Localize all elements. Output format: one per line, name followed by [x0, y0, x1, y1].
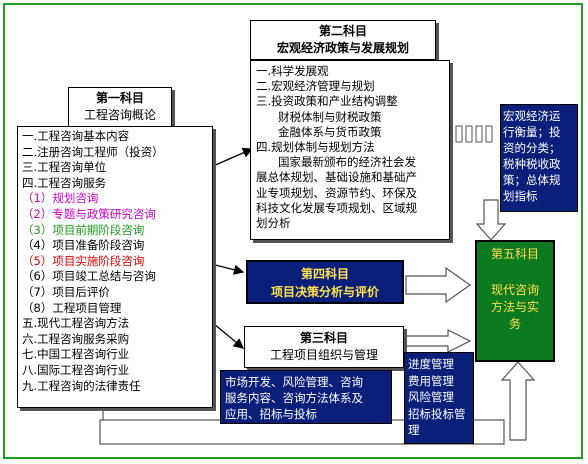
subject2-item: 展总体规划、基础设施和基础产 [256, 170, 417, 185]
subject5-title-line3: 方法与实 [490, 300, 539, 314]
right-hollow-arrow-s3 [404, 329, 472, 353]
up-hollow-arrow [500, 361, 536, 441]
subject2-note-line: 宏观经济运 [503, 109, 561, 123]
subject5-title-line1: 第五科目 [490, 247, 539, 261]
subject2-note-line: 资的分类； [503, 141, 561, 155]
subject2-item: 国家最新颁布的经济社会发 [278, 155, 416, 170]
subject1-list: 一.工程咨询基本内容二.注册咨询工程师（投资）三.工程咨询单位四.工程咨询服务（… [22, 129, 212, 394]
subject1-title-box: 第一科目 工程咨询概论 [68, 87, 172, 127]
subject5-title-line4: 务 [508, 317, 521, 331]
subject2-note-line: 策；总体规 [503, 173, 561, 187]
subject3-title-line1: 第三科目 [299, 331, 348, 345]
subject4-title-line1: 第四科目 [300, 267, 349, 281]
subject2-note-line: 税种税收政 [503, 157, 561, 171]
subject3-right-note-line: 费用管理 [408, 373, 454, 388]
subject3-note-line: 服务内容、咨询方法体系及 [225, 391, 363, 405]
subject3-title-box: 第三科目 工程项目组织与管理 [244, 326, 404, 368]
subject1-item: （2）专题与政策研究咨询 [22, 206, 156, 221]
subject1-title-line2: 工程咨询概论 [83, 108, 156, 122]
subject2-note: 宏观经济运行衡量；投资的分类； 税种税收政策；总体规划指标 [500, 104, 578, 212]
subject1-item: （1）规划咨询 [22, 191, 99, 206]
subject1-item: （3）项目前期阶段咨询 [22, 222, 145, 237]
subject2-note-line: 行衡量；投 [503, 125, 561, 139]
subject2-list: 一.科学发展观二.宏观经济管理与规划三.投资政策和产业结构调整财税体制与财税政策… [256, 64, 446, 231]
subject1-item: （5）项目实施阶段咨询 [22, 253, 145, 268]
subject2-item: 科技文化发展专项规划、区域规 [256, 200, 417, 215]
subject1-item: （8）工程项目管理 [22, 300, 122, 315]
subject2-item: 财税体制与财税政策 [278, 109, 382, 124]
subject1-item: 一.工程咨询基本内容 [22, 129, 130, 143]
subject2-item: 二.宏观经济管理与规划 [256, 79, 375, 94]
subject1-item: 六.工程咨询服务采购 [22, 331, 130, 346]
subject2-item: 划分析 [256, 216, 291, 231]
subject5-box: 第五科目 现代咨询 方法与实 务 [475, 240, 555, 362]
subject3-note-line: 市场开发、风险管理、咨询 [225, 375, 363, 389]
subject1-item: （7）项目后评价 [22, 284, 110, 299]
subject5-title-line2: 现代咨询 [490, 283, 539, 297]
subject1-item: 三.工程咨询单位 [22, 160, 107, 175]
outer-frame [3, 3, 583, 459]
subject3-right-note-line: 招标投标管 [408, 406, 466, 421]
subject2-note-line: 划指标 [503, 189, 538, 203]
subject2-item: 四.规划体制与规划方法 [256, 140, 375, 155]
right-hollow-arrow-s4 [405, 266, 472, 304]
subject1-item: 七.中国工程咨询行业 [22, 347, 130, 362]
subject3-title-line2: 工程项目组织与管理 [269, 348, 378, 362]
subject1-item: 二.注册咨询工程师（投资） [22, 144, 164, 159]
subject1-item: （4）项目准备阶段咨询 [22, 238, 145, 253]
subject2-list-box [250, 60, 450, 240]
subject3-right-note-line: 风险管理 [408, 390, 454, 404]
subject1-item: 九.工程咨询的法律责任 [22, 378, 141, 393]
subject1-item: （6）项目竣工总结与咨询 [22, 269, 156, 284]
stripe-connector [455, 125, 493, 143]
subject3-note-line: 应用、招标与投标 [225, 407, 317, 421]
subject2-item: 业专项规划、资源节约、环保及 [256, 185, 417, 200]
down-hollow-arrow [475, 199, 507, 241]
subject2-title-line1: 第二科目 [318, 24, 367, 38]
subject3-right-note-line: 进度管理 [408, 357, 454, 371]
subject1-item: 五.现代工程咨询方法 [22, 316, 130, 331]
subject1-list-box [17, 126, 213, 408]
subject2-title-box: 第二科目 宏观经济政策与发展规划 [250, 20, 436, 60]
subject1-item: 四.工程咨询服务 [22, 175, 107, 190]
subject2-title-line2: 宏观经济政策与发展规划 [276, 41, 409, 55]
subject1-item: 八.国际工程咨询行业 [22, 362, 130, 377]
subject3-right-note: 进度管理费用管理风险管理招标投标管理 [404, 352, 474, 444]
subject1-title-line1: 第一科目 [95, 91, 144, 105]
subject2-item: 金融体系与货币政策 [278, 124, 382, 139]
subject3-note: 市场开发、风险管理、咨询服务内容、咨询方法体系及应用、招标与投标 [220, 370, 392, 424]
subject3-right-note-line: 理 [408, 423, 420, 437]
subject2-item: 三.投资政策和产业结构调整 [256, 94, 398, 109]
subject4-box: 第四科目 项目决策分析与评价 [246, 260, 404, 304]
subject4-title-line2: 项目决策分析与评价 [270, 285, 379, 299]
subject2-item: 一.科学发展观 [256, 64, 329, 78]
